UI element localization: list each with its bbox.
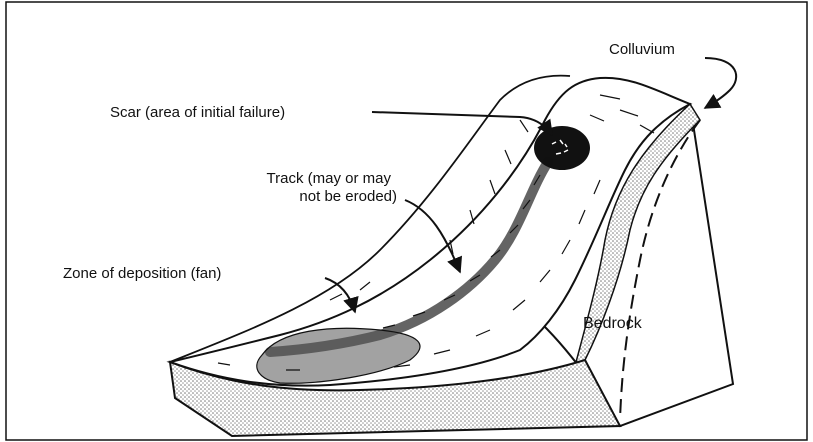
label-deposition: Zone of deposition (fan) xyxy=(63,265,221,282)
label-bedrock: Bedrock xyxy=(583,315,643,332)
label-colluvium: Colluvium xyxy=(609,41,675,58)
label-track-line1: Track (may or may xyxy=(267,170,392,187)
label-track-line2: not be eroded) xyxy=(299,188,397,205)
label-scar: Scar (area of initial failure) xyxy=(110,104,285,121)
colluvium-arrow xyxy=(705,58,736,108)
scar-arrow xyxy=(372,112,552,135)
